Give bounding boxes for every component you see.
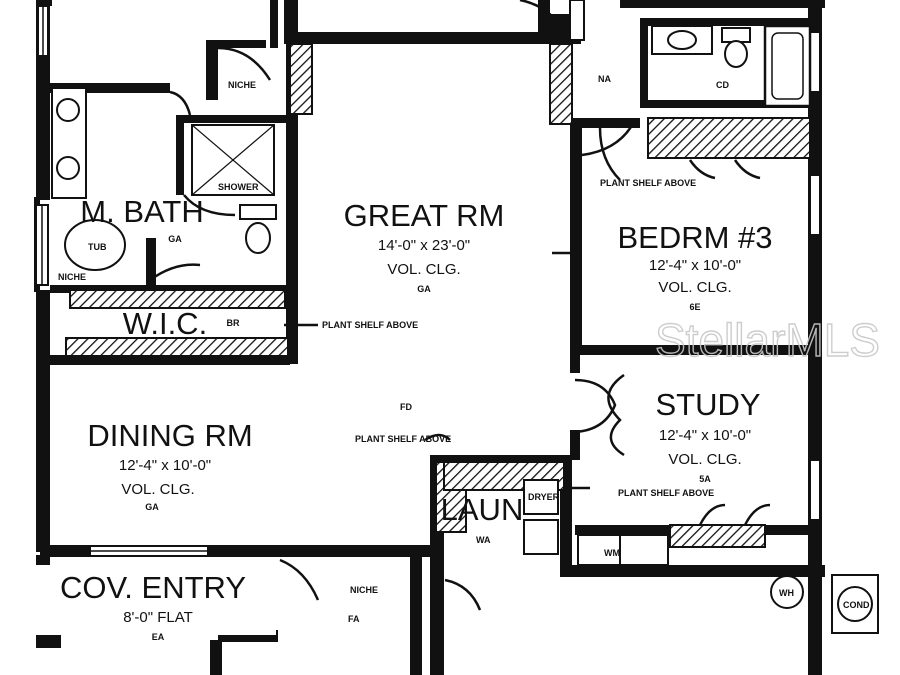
laun-name: LAUN <box>441 492 524 527</box>
great-rm-code: GA <box>417 284 431 294</box>
br-label: BR <box>227 318 240 328</box>
room-laun: LAUN <box>441 492 524 527</box>
great-rm-size: 14'-0" x 23'-0" <box>378 237 470 254</box>
plant-shelf-study-label: PLANT SHELF ABOVE <box>618 488 714 498</box>
cd-label: CD <box>716 80 729 90</box>
niche-label-top: NICHE <box>228 80 256 90</box>
wm-label: WM <box>604 548 620 558</box>
plant-shelf-bed-label: PLANT SHELF ABOVE <box>600 178 696 188</box>
annotations: NICHE NICHE NICHE SHOWER TUB NA CD PLANT… <box>58 74 870 624</box>
plant-shelf-dining-label: PLANT SHELF ABOVE <box>355 434 451 444</box>
great-rm-name: GREAT RM <box>344 198 505 233</box>
dining-rm-name: DINING RM <box>87 418 252 453</box>
niche-label-entry: NICHE <box>350 585 378 595</box>
great-rm-ceiling: VOL. CLG. <box>387 261 460 278</box>
study-ceiling: VOL. CLG. <box>668 451 741 468</box>
room-wic: W.I.C. BR <box>123 306 240 341</box>
bedrm3-size: 12'-4" x 10'-0" <box>649 257 741 274</box>
fa-label: FA <box>348 614 360 624</box>
fixtures <box>51 24 879 634</box>
tub-label: TUB <box>88 242 107 252</box>
na-label: NA <box>598 74 611 84</box>
dining-rm-code: GA <box>145 502 159 512</box>
niche-label-left: NICHE <box>58 272 86 282</box>
room-cov-entry: COV. ENTRY 8'-0" FLAT EA <box>36 565 276 642</box>
dining-rm-ceiling: VOL. CLG. <box>121 481 194 498</box>
fd-label: FD <box>400 402 412 412</box>
study-name: STUDY <box>655 387 760 422</box>
wic-name: W.I.C. <box>123 306 207 341</box>
m-bath-code: GA <box>168 234 182 244</box>
cov-entry-name: COV. ENTRY <box>60 570 246 605</box>
watermark: StellarMLS <box>655 314 880 366</box>
cond-label: COND <box>843 600 870 610</box>
bedrm3-name: BEDRM #3 <box>617 220 772 255</box>
m-bath-name: M. BATH <box>80 194 203 229</box>
room-m-bath: M. BATH GA <box>80 194 203 244</box>
cov-entry-code: EA <box>152 632 165 642</box>
plant-shelf-great-label: PLANT SHELF ABOVE <box>322 320 418 330</box>
bedrm3-ceiling: VOL. CLG. <box>658 279 731 296</box>
shower-label: SHOWER <box>218 182 259 192</box>
room-study: STUDY 12'-4" x 10'-0" VOL. CLG. 5A <box>655 387 760 484</box>
room-great-rm: GREAT RM 14'-0" x 23'-0" VOL. CLG. GA <box>344 198 505 294</box>
dining-rm-size: 12'-4" x 10'-0" <box>119 457 211 474</box>
cov-entry-size: 8'-0" FLAT <box>123 609 193 626</box>
dryer-label: DRYER <box>528 492 560 502</box>
study-code: 5A <box>699 474 711 484</box>
wh-label: WH <box>779 588 794 598</box>
wa-label: WA <box>476 535 491 545</box>
study-size: 12'-4" x 10'-0" <box>659 427 751 444</box>
room-bedrm3: BEDRM #3 12'-4" x 10'-0" VOL. CLG. 6E <box>617 220 772 312</box>
plant-shelves <box>65 43 811 548</box>
room-dining-rm: DINING RM 12'-4" x 10'-0" VOL. CLG. GA <box>87 418 252 512</box>
bedrm3-code: 6E <box>689 302 700 312</box>
door-swings <box>149 0 771 611</box>
